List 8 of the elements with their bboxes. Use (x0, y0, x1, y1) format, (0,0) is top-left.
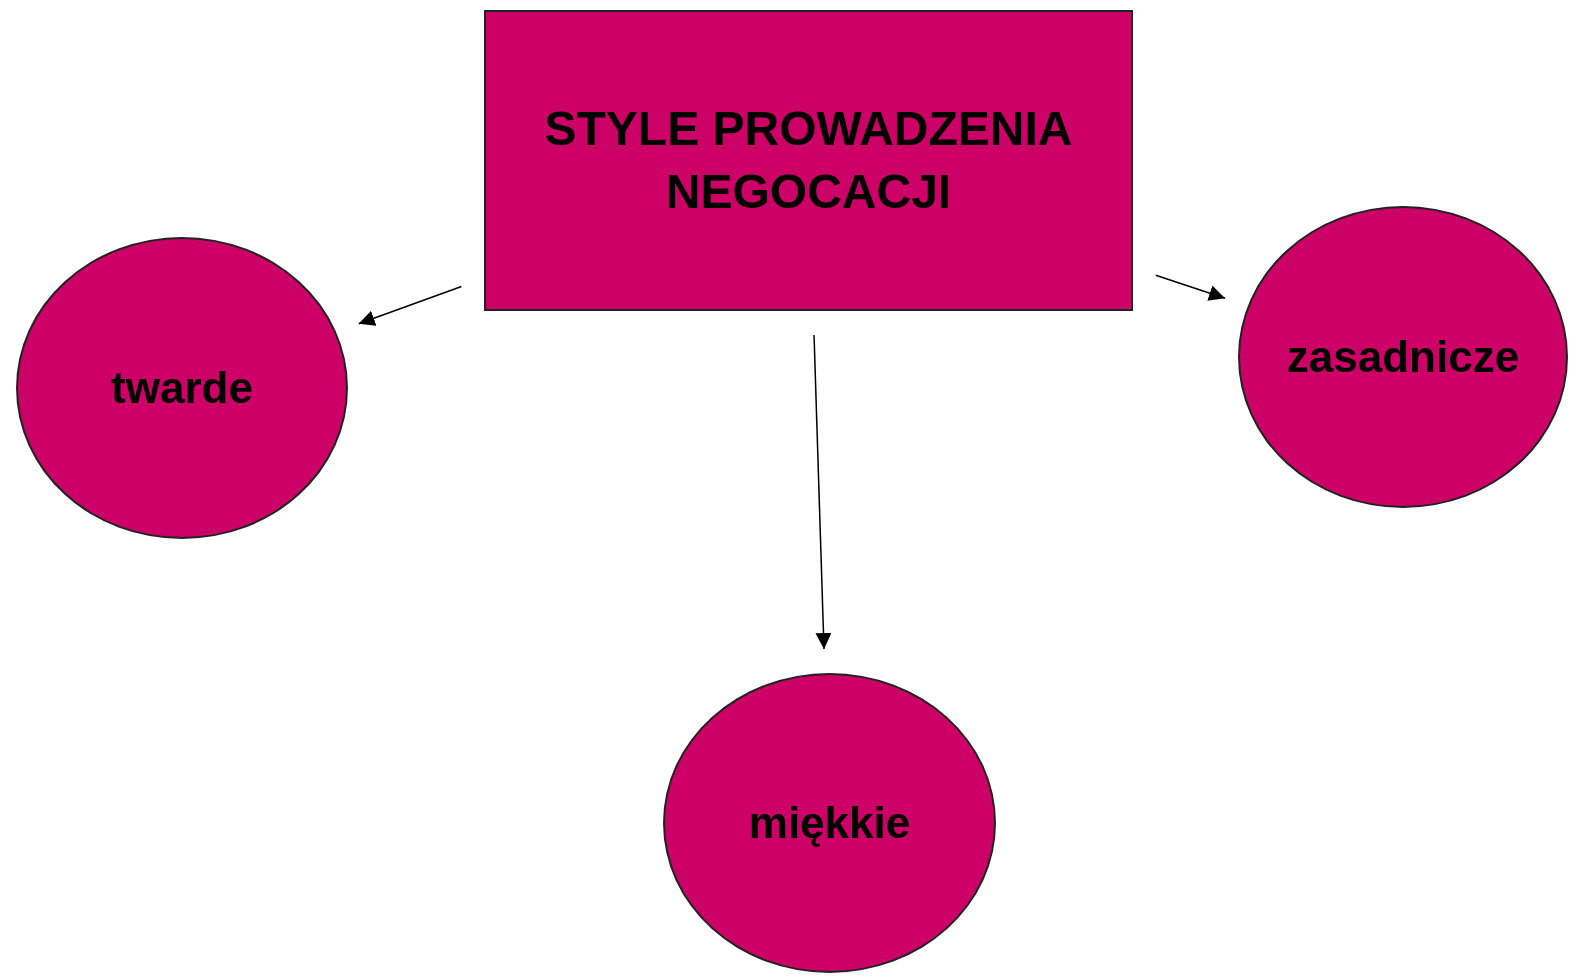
node-label: STYLE PROWADZENIA NEGOCACJI (543, 101, 1074, 220)
title-box (484, 10, 1133, 311)
arrow (813, 334, 832, 650)
arrow (1155, 274, 1226, 301)
node-label: zasadnicze (1286, 331, 1520, 384)
node-label: miękkie (748, 797, 911, 850)
node-label: twarde (111, 362, 253, 415)
arrow (358, 285, 463, 326)
